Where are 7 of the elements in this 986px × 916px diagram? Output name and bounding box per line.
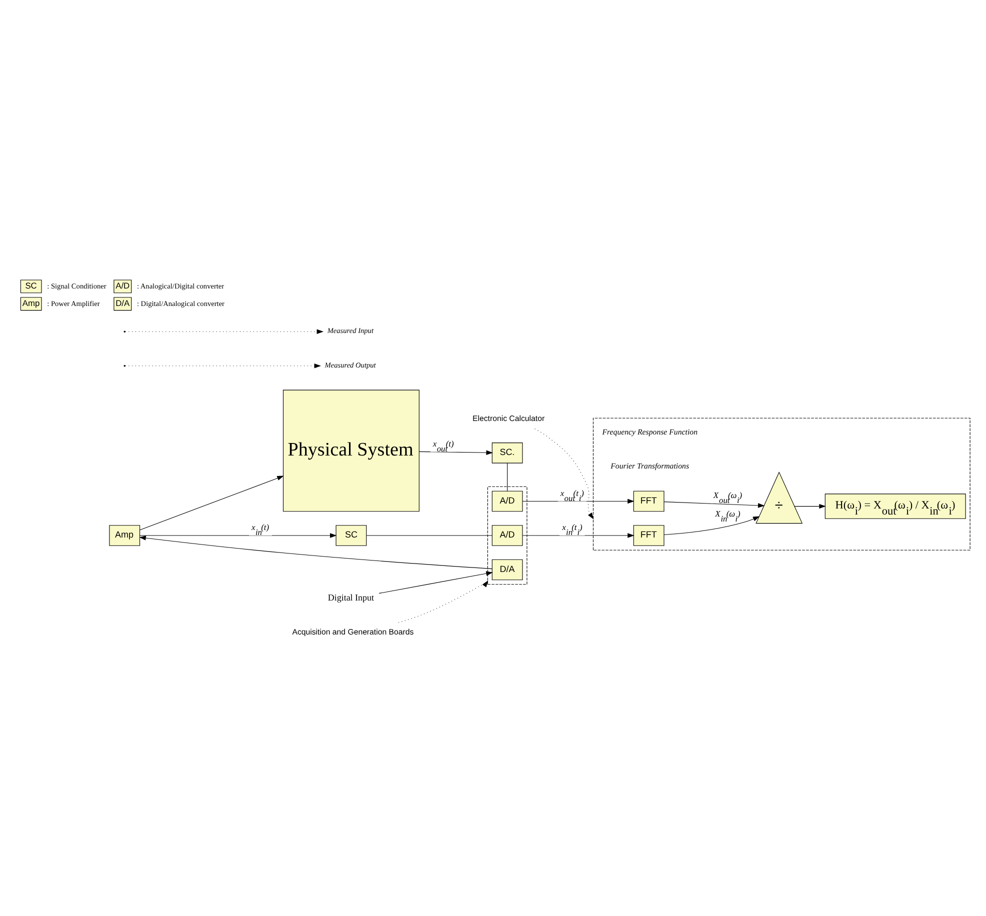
label: A/D xyxy=(116,280,130,290)
label: SC xyxy=(25,280,37,290)
node-text: Digital Input xyxy=(328,592,374,603)
label: Frequency Response Function xyxy=(602,427,698,436)
label: D/A xyxy=(116,298,130,308)
label: Amp xyxy=(22,298,40,308)
label: Fourier Transformations xyxy=(610,462,690,470)
